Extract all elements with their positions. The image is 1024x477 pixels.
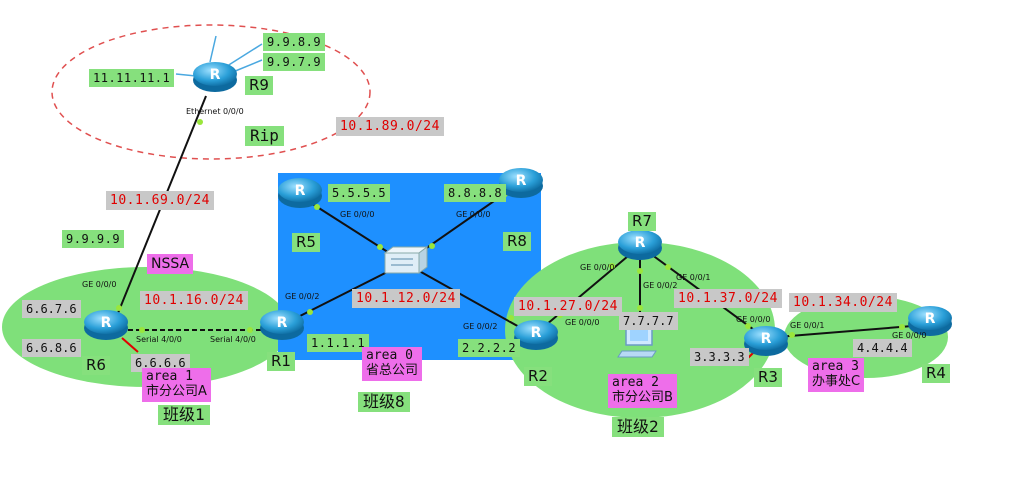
loopback-label: 9.9.9.9 [62,230,125,248]
loopback-label: 5.5.5.5 [328,184,391,202]
r2-router-icon[interactable]: R [514,320,558,350]
area-id: area 2 [612,375,659,390]
area-name: 省总公司 [366,362,419,378]
loopback-label: 6.6.8.6 [22,339,81,357]
router-name-r9: R9 [245,76,273,95]
svg-text:R: R [277,315,288,331]
area-name: 市分公司A [146,383,207,399]
network-label: 10.1.69.0/24 [106,191,214,210]
network-label: 10.1.89.0/24 [336,117,444,136]
svg-text:R: R [516,173,527,189]
router-name-r1: R1 [267,352,295,371]
router-name-r6: R6 [82,356,110,375]
loopback-label: 1.1.1.1 [307,334,370,352]
port-label: GE 0/0/0 [565,318,600,327]
router-name-r7: R7 [628,212,656,231]
svg-text:R: R [925,311,936,327]
area-name: 办事处C [812,373,861,389]
svg-text:R: R [531,325,542,341]
router-name-r8: R8 [503,232,531,251]
class-label: 班级8 [358,392,410,412]
svg-text:R: R [295,183,306,199]
r9-loopback-label: 11.11.11.1 [89,69,175,87]
loopback-label: 6.6.6.6 [131,354,190,372]
port-label: GE 0/0/0 [340,210,375,219]
port-label: Ethernet 0/0/0 [186,107,244,116]
r7-router-icon[interactable]: R [618,230,662,260]
nssa-label: NSSA [147,254,194,275]
network-label: 10.1.34.0/24 [789,293,897,312]
router-name-r3: R3 [754,368,782,387]
r8-router-icon[interactable]: R [499,168,543,198]
r9-loopback-label: 9.9.8.9 [263,33,326,51]
network-label: 10.1.12.0/24 [352,289,460,308]
r4-router-icon[interactable]: R [908,306,952,336]
r6-router-icon[interactable]: R [84,310,128,340]
port-label: GE 0/0/0 [456,210,491,219]
area-id: area 0 [366,348,413,363]
link-r2-r7 [539,245,641,331]
r1-router-icon[interactable]: R [260,310,304,340]
port-label: GE 0/0/0 [892,331,927,340]
network-label: 10.1.27.0/24 [514,297,622,316]
port-label: Serial 4/0/0 [210,335,256,344]
port-label: GE 0/0/2 [643,281,678,290]
router-name-r5: R5 [292,233,320,252]
class-label: 班级1 [158,405,210,425]
router-name-r2: R2 [524,367,552,386]
port-label: GE 0/0/2 [285,292,320,301]
class-label: 班级2 [612,417,664,437]
port-label: GE 0/0/0 [736,315,771,324]
network-label: 10.1.37.0/24 [674,289,782,308]
r5-router-icon[interactable]: R [278,178,322,208]
port-label: GE 0/0/1 [676,273,711,282]
svg-text:R: R [761,331,772,347]
loopback-label: 2.2.2.2 [458,339,521,357]
area3-ellipse [784,296,948,378]
router-name-r4: R4 [922,364,950,383]
loopback-label: 8.8.8.8 [444,184,507,202]
area-id: area 1 [146,369,193,384]
link-sw-r2 [404,262,531,334]
area-name: 市分公司B [612,389,673,405]
rip-area-ellipse [51,24,371,160]
port-label: Serial 4/0/0 [136,335,182,344]
svg-text:R: R [635,235,646,251]
port-label: GE 0/0/1 [790,321,825,330]
port-label: GE 0/0/0 [580,263,615,272]
loopback-label: 4.4.4.4 [853,339,912,357]
area-id: area 3 [812,359,859,374]
loopback-label: 3.3.3.3 [690,348,749,366]
r9-router-icon[interactable]: R [193,62,237,92]
svg-text:R: R [101,315,112,331]
switch-icon[interactable] [383,246,429,274]
loopback-label: 6.6.7.6 [22,300,81,318]
network-label: 10.1.16.0/24 [140,291,248,310]
rip-label: Rip [245,126,284,146]
loopback-label: 7.7.7.7 [619,312,678,330]
r3-router-icon[interactable]: R [744,326,788,356]
svg-text:R: R [210,67,221,83]
port-label: GE 0/0/0 [82,280,117,289]
port-label: GE 0/0/2 [463,322,498,331]
r9-loopback-label: 9.9.7.9 [263,53,326,71]
